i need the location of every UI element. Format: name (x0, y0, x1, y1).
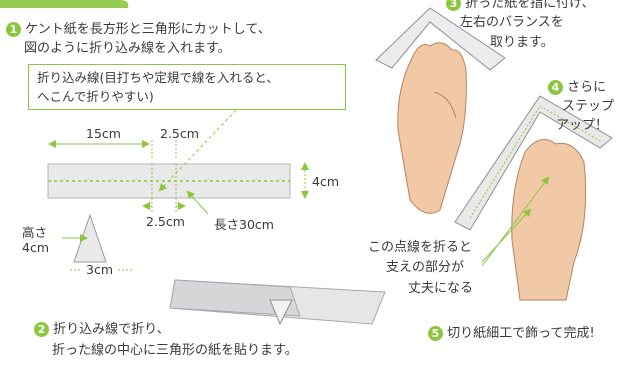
step-number-3: 3 (446, 0, 461, 11)
step-number-2: 2 (34, 322, 49, 337)
step-number-1: 1 (6, 22, 21, 37)
step-3: 3 折った紙を指に付け、 (446, 0, 595, 13)
note-line-2: 支えの部分が (386, 260, 465, 275)
note-line-3: 丈夫になる (408, 281, 474, 296)
callout-box: 折り込み線(目打ちや定規で線を入れると、 へこんで折りやすい) (28, 64, 346, 110)
step-5-text: 切り紙細工で飾って完成! (447, 326, 595, 341)
measure-2-5cm-bottom: 2.5cm (146, 214, 185, 229)
step-2-line-1: 折り込み線で折り、 (53, 322, 170, 337)
step-3-line-1: 折った紙を指に付け、 (465, 0, 595, 11)
step-1-line-1: ケント紙を長方形と三角形にカットして、 (25, 22, 271, 37)
measure-15cm: 15cm (86, 126, 121, 141)
step-4-line-1: さらに (567, 80, 607, 95)
step-1-line-2: 図のように折り込み線を入れます。 (24, 41, 231, 56)
folded-strip (169, 279, 386, 326)
step-2: 2 折り込み線で折り、 (34, 320, 170, 339)
triangle-piece (62, 213, 132, 271)
callout-line-1: 折り込み線(目打ちや定規で線を入れると、 (37, 70, 279, 85)
step-4-line-2: ステップ (562, 99, 615, 114)
triangle-height-value: 4cm (22, 240, 50, 255)
step-5: 5 切り紙細工で飾って完成! (428, 324, 595, 343)
measure-4cm: 4cm (312, 174, 340, 189)
hand-illustration-top (375, 7, 506, 214)
header-band (0, 0, 129, 8)
step-4: 4 さらに (548, 78, 606, 97)
step-number-4: 4 (548, 80, 563, 95)
step-4-line-3: アップ！ (556, 118, 609, 133)
step-number-5: 5 (428, 326, 443, 341)
callout-line-2: へこんで折りやすい) (37, 89, 154, 104)
hand-illustration-bottom (454, 95, 613, 301)
step-3-line-3: 取ります。 (490, 35, 554, 50)
triangle-width: 3cm (86, 262, 114, 277)
step-3-line-2: 左右のバランスを (460, 15, 564, 30)
dimension-lines (48, 105, 309, 215)
note-line-1: この点線を折ると (368, 240, 473, 255)
measure-length-30cm: 長さ30cm (214, 217, 274, 232)
measure-2-5cm-top: 2.5cm (160, 126, 199, 141)
step-1: 1 ケント紙を長方形と三角形にカットして、 (6, 20, 271, 39)
triangle-height-label: 高さ (22, 225, 48, 240)
step-2-line-2: 折った線の中心に三角形の紙を貼ります。 (52, 343, 298, 358)
